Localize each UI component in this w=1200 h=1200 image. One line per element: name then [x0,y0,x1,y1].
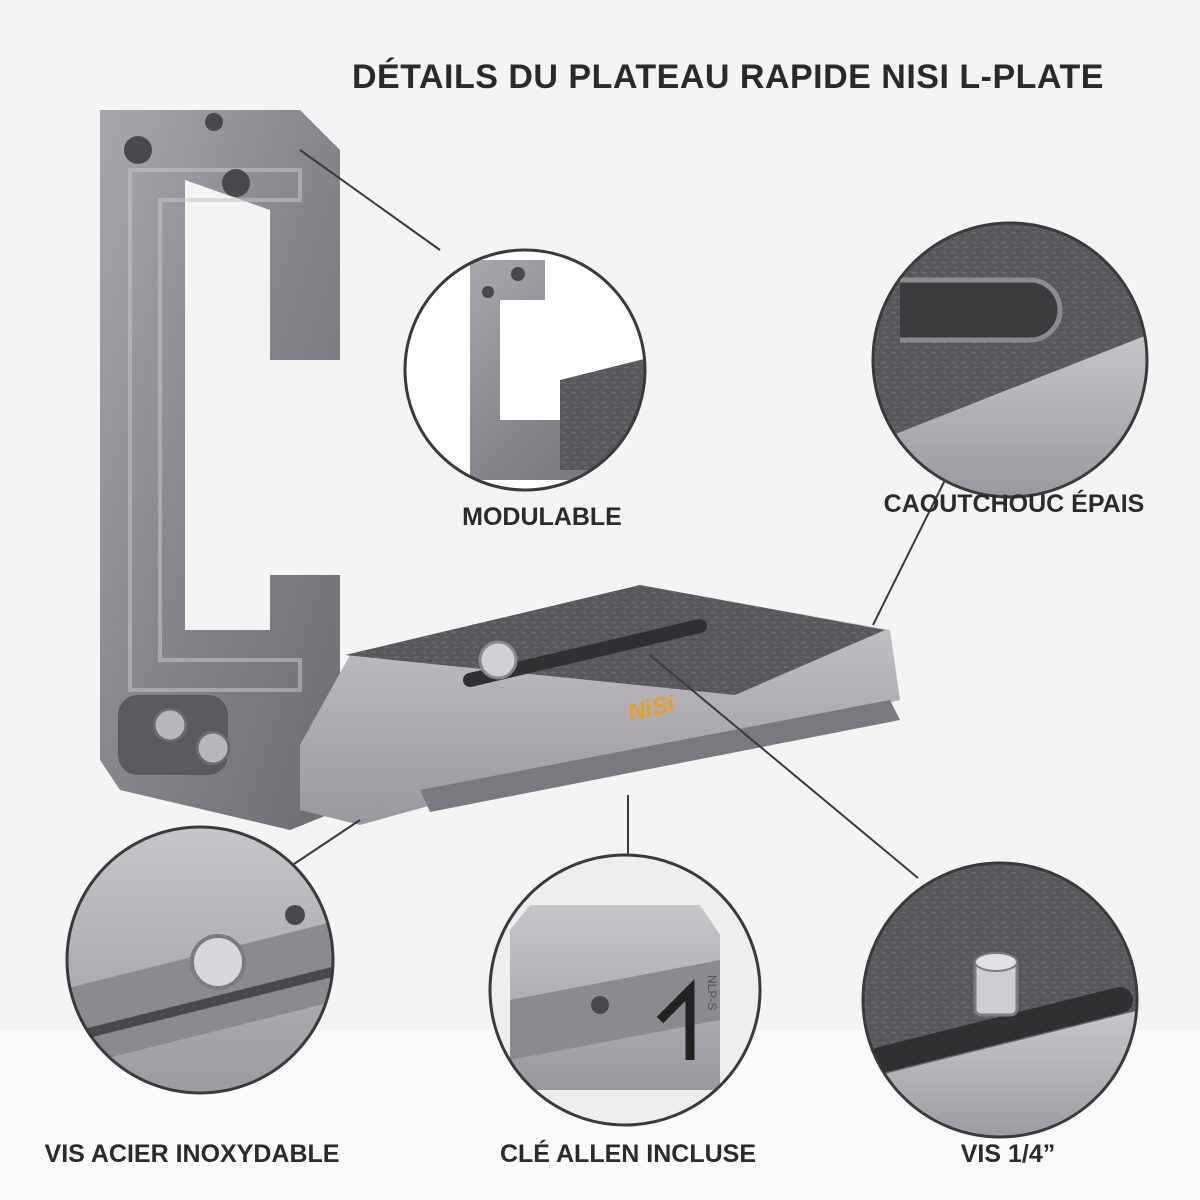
l-plate-vertical-frame [100,110,340,830]
label-caoutchouc: CAOUTCHOUC ÉPAIS [883,490,1145,518]
l-plate-base [300,585,900,825]
label-modulable: MODULABLE [462,503,622,531]
detail-circle-cle-allen: NLP-S [488,853,762,1127]
detail-circle-vis-acier [65,825,335,1095]
label-vis-quart: VIS 1/4” [960,1140,1056,1168]
page-title: DÉTAILS DU PLATEAU RAPIDE NISI L-PLATE [352,58,1104,96]
detail-circle-modulable [403,248,647,492]
detail-circle-vis-quart [861,861,1139,1139]
label-cle-allen: CLÉ ALLEN INCLUSE [499,1140,757,1168]
engraving-text: NLP-S [705,975,719,1010]
detail-circle-caoutchouc [871,221,1149,499]
label-vis-acier: VIS ACIER INOXYDABLE [44,1140,340,1168]
leader-lines [269,149,951,881]
